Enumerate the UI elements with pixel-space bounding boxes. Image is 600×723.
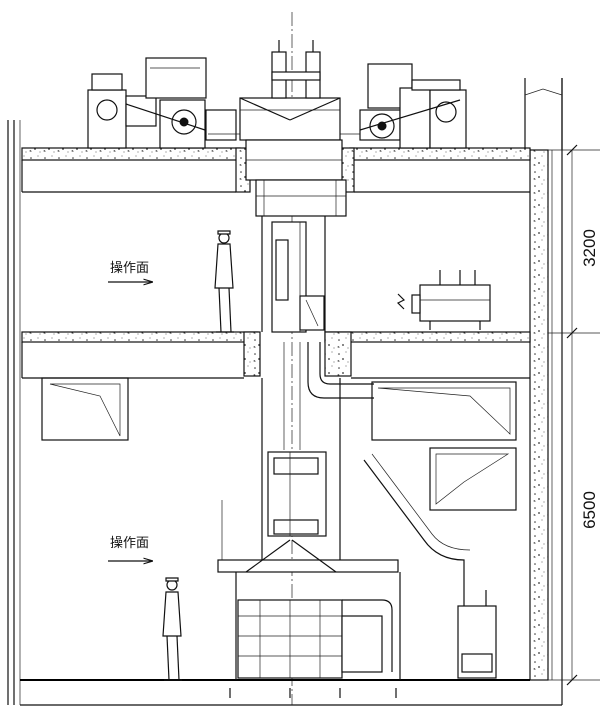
control-panel-left	[41, 377, 129, 441]
exhaust-duct	[307, 342, 374, 399]
left-column	[7, 120, 21, 705]
dimension-upper-floor: 3200	[580, 229, 599, 267]
hydraulic-pump-unit	[396, 270, 491, 330]
operating-face-label-upper: 操作面	[110, 260, 149, 276]
dimension-lower-floor: 6500	[580, 491, 599, 529]
right-wall	[524, 78, 563, 705]
middle-floor-slab	[21, 331, 531, 379]
feed-chute	[363, 459, 465, 630]
upper-shaft-machine	[261, 216, 326, 333]
control-panel-middle	[371, 381, 517, 441]
left-roof-drive-unit	[87, 57, 298, 149]
top-head-frame	[239, 40, 347, 217]
operating-face-label-lower: 操作面	[110, 535, 149, 551]
upper-operator-figure	[214, 230, 234, 333]
ground-control-cabinet	[457, 590, 497, 679]
control-panel-right	[429, 447, 517, 511]
lower-shaft	[261, 342, 341, 570]
right-roof-drive-unit	[294, 63, 467, 149]
dimension-lines	[548, 144, 600, 686]
main-ground-machine	[217, 500, 401, 698]
lower-operator-figure	[162, 577, 182, 681]
